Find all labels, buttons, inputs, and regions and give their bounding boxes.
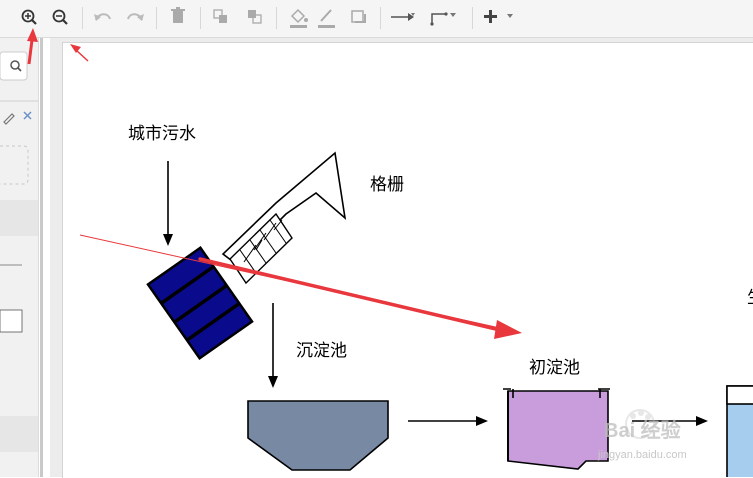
- delete-icon[interactable]: [171, 7, 185, 23]
- sewage-label[interactable]: 城市污水: [128, 124, 196, 144]
- grille-shape[interactable]: [221, 151, 347, 285]
- undo-icon[interactable]: [94, 13, 111, 21]
- zoom-out-icon[interactable]: [52, 9, 68, 25]
- watermark-brand: Bai 经验: [604, 420, 681, 442]
- zoom-in-icon[interactable]: [21, 9, 37, 25]
- primary-tank-shape[interactable]: [503, 388, 610, 470]
- scratchpad-dropzone: [0, 145, 29, 185]
- flow-arrow-2[interactable]: [632, 416, 708, 426]
- to-back-icon[interactable]: [248, 10, 262, 24]
- sedimentation-arrow[interactable]: [268, 303, 278, 388]
- to-front-icon[interactable]: [213, 9, 227, 23]
- fill-color-icon[interactable]: [290, 8, 308, 28]
- connection-arrow-icon[interactable]: [391, 13, 415, 21]
- annotation-arrow-main: [79, 234, 522, 339]
- watermark-url: jingyan.baidu.com: [598, 449, 687, 461]
- redo-icon[interactable]: [127, 13, 144, 21]
- flow-arrow-1[interactable]: [408, 416, 488, 426]
- grid-tank-shape[interactable]: [146, 246, 254, 360]
- sidebar-splitter[interactable]: [40, 38, 43, 477]
- insert-icon[interactable]: [484, 10, 513, 23]
- edge-partial-label[interactable]: 生: [747, 283, 753, 308]
- search-icon[interactable]: [10, 60, 22, 72]
- sidebar-contents: [0, 51, 38, 452]
- edit-icon[interactable]: [3, 113, 15, 125]
- diagram-page[interactable]: [62, 42, 753, 478]
- line-color-icon[interactable]: [318, 9, 335, 28]
- primary-sedimentation-label[interactable]: 初淀池: [529, 358, 580, 378]
- toolbar-icons: [21, 7, 513, 29]
- sedimentation-tank-shape[interactable]: [247, 400, 389, 471]
- close-icon[interactable]: [23, 111, 32, 120]
- watermark-logo: [625, 409, 655, 439]
- sidebar-splitter-area: [39, 38, 50, 477]
- search-box: [0, 51, 28, 81]
- waypoints-icon[interactable]: [430, 12, 456, 26]
- right-tank-shape[interactable]: [726, 385, 753, 477]
- shapes-sidebar: [0, 38, 39, 477]
- sewage-arrow[interactable]: [163, 161, 173, 246]
- annotation-arrow-zoom: [27, 28, 38, 65]
- annotation-arrow-corner: [70, 44, 89, 62]
- shadow-icon[interactable]: [351, 10, 366, 23]
- sedimentation-label[interactable]: 沉淀池: [296, 341, 347, 361]
- grille-label[interactable]: 格栅: [370, 175, 404, 195]
- shape-rect-thumb: [0, 309, 23, 333]
- toolbar: [0, 0, 753, 38]
